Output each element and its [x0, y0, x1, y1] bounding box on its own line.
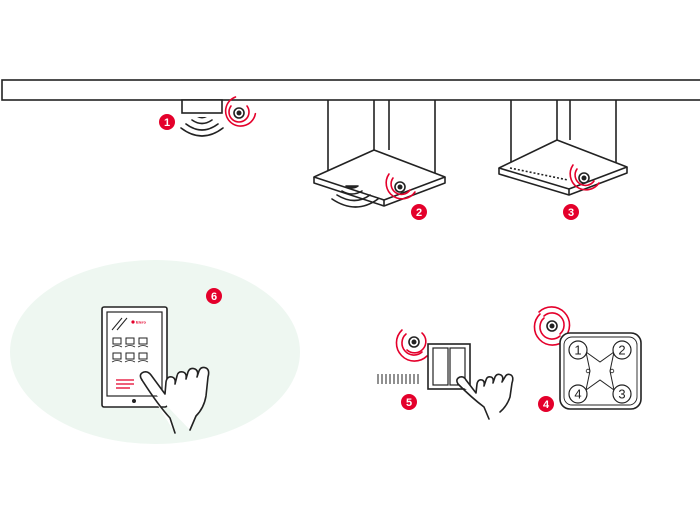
badge-5-circle — [401, 394, 417, 410]
wall-texture-lines — [377, 374, 419, 384]
remote-keypad: 1 2 4 3 — [559, 332, 642, 410]
keypad-key-3 — [612, 384, 632, 404]
chimney-hood-3 — [498, 100, 628, 196]
badge-6-label: 6 — [211, 291, 217, 303]
badge-3-circle — [563, 204, 579, 220]
screen-glare-line — [116, 317, 128, 331]
app-control-grid — [111, 337, 149, 363]
keypad-inner — [563, 336, 638, 406]
keypad-stop-right — [609, 368, 615, 374]
badge-5-label: 5 — [406, 397, 412, 409]
pointing-hand-icon — [139, 366, 210, 434]
screen-glare-line — [111, 317, 123, 331]
badge-1-label: 1 — [164, 117, 170, 129]
badge-1-circle — [159, 114, 175, 130]
chimney-hood-2 — [313, 100, 446, 208]
app-logo-icon — [131, 320, 135, 324]
ceiling-receiver-unit: 1 — [159, 96, 257, 137]
keypad-key-2 — [612, 340, 632, 360]
tablet-home-button — [132, 399, 136, 403]
wall-switch-rocker-right — [449, 347, 466, 386]
signal-waves-icon — [385, 173, 416, 200]
badge-2-circle — [411, 204, 427, 220]
keypad-key-3-label: 3 — [618, 387, 625, 402]
pointing-hand-icon — [456, 373, 514, 420]
hood-2-lamp — [345, 185, 359, 189]
badge-6-circle — [206, 288, 222, 304]
badge-4-label: 4 — [543, 399, 550, 411]
badge-4-circle — [538, 396, 554, 412]
signal-waves-icon — [569, 164, 600, 191]
ceiling-beam — [1, 79, 700, 101]
keypad-key-1-label: 1 — [574, 343, 581, 358]
keypad-key-2-label: 2 — [618, 343, 625, 358]
app-brand-label: Elero — [136, 320, 147, 325]
badge-2-label: 2 — [416, 207, 422, 219]
wall-switch-rocker-left — [432, 347, 449, 386]
keypad-key-4-label: 4 — [574, 387, 581, 402]
keypad-stop-left — [585, 368, 591, 374]
keypad-key-1 — [568, 340, 588, 360]
signal-waves-icon — [224, 96, 257, 127]
keypad-key-4 — [568, 384, 588, 404]
downward-waves-icon — [180, 119, 224, 137]
badge-3-label: 3 — [568, 207, 574, 219]
app-menu-lines — [116, 379, 134, 389]
downward-waves-icon — [331, 190, 379, 208]
receiver-downlight — [197, 117, 207, 119]
ceiling-receiver-box — [181, 99, 223, 114]
signal-waves-icon — [395, 329, 428, 362]
signal-waves-icon — [533, 306, 571, 346]
